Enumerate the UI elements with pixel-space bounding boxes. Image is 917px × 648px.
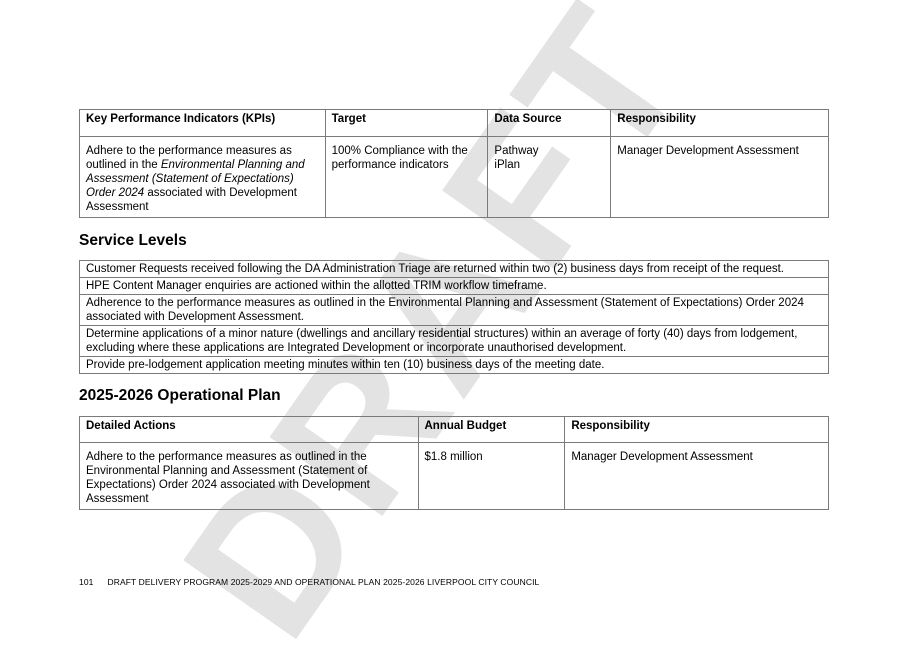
service-level-item: Adherence to the performance measures as…: [79, 294, 829, 326]
kpi-text-order: Environmental Planning and Assessment (S…: [86, 159, 305, 199]
table-row: Customer Requests received following the…: [79, 260, 829, 278]
kpi-text-post: associated with Development Assessment: [86, 187, 297, 213]
service-level-item: Determine applications of a minor nature…: [79, 325, 829, 357]
service-level-item: Customer Requests received following the…: [79, 260, 829, 278]
plan-header-row: Detailed Actions Annual Budget Responsib…: [79, 416, 829, 443]
kpi-header-kpis: Key Performance Indicators (KPIs): [79, 109, 326, 137]
kpi-header-row: Key Performance Indicators (KPIs) Target…: [79, 109, 829, 137]
kpi-target-cell: 100% Compliance with the performance ind…: [324, 136, 489, 218]
operational-plan-table: Detailed Actions Annual Budget Responsib…: [79, 416, 829, 510]
table-row: Provide pre-lodgement application meetin…: [79, 356, 829, 374]
table-row: Adhere to the performance measures as ou…: [79, 136, 829, 218]
footer-title: DRAFT DELIVERY PROGRAM 2025-2029 AND OPE…: [107, 577, 540, 587]
plan-budget-cell: $1.8 million: [417, 442, 566, 510]
plan-action-cell: Adhere to the performance measures as ou…: [79, 442, 419, 510]
table-row: Adhere to the performance measures as ou…: [79, 442, 829, 510]
page-number: 101: [79, 577, 94, 587]
plan-header-budget: Annual Budget: [417, 416, 566, 443]
service-levels-heading: Service Levels: [79, 232, 187, 249]
kpi-text-pre: Adhere to the performance measures as ou…: [86, 145, 292, 171]
service-level-item: Provide pre-lodgement application meetin…: [79, 356, 829, 374]
kpi-header-target: Target: [324, 109, 489, 137]
table-row: HPE Content Manager enquiries are action…: [79, 277, 829, 295]
kpi-responsibility-cell: Manager Development Assessment: [610, 136, 829, 218]
kpi-header-responsibility: Responsibility: [610, 109, 829, 137]
operational-plan-heading: 2025-2026 Operational Plan: [79, 387, 281, 404]
kpi-table: Key Performance Indicators (KPIs) Target…: [79, 109, 829, 218]
plan-header-responsibility: Responsibility: [564, 416, 829, 443]
kpi-data-source-cell: Pathway iPlan: [487, 136, 612, 218]
table-row: Determine applications of a minor nature…: [79, 325, 829, 357]
kpi-header-data-source: Data Source: [487, 109, 612, 137]
kpi-description-cell: Adhere to the performance measures as ou…: [79, 136, 326, 218]
table-row: Adherence to the performance measures as…: [79, 294, 829, 326]
plan-header-actions: Detailed Actions: [79, 416, 419, 443]
service-level-item: HPE Content Manager enquiries are action…: [79, 277, 829, 295]
data-source-iplan: iPlan: [494, 159, 520, 171]
plan-responsibility-cell: Manager Development Assessment: [564, 442, 829, 510]
service-levels-table: Customer Requests received following the…: [79, 260, 829, 374]
data-source-pathway: Pathway: [494, 145, 539, 157]
page-footer: 101 DRAFT DELIVERY PROGRAM 2025-2029 AND …: [79, 577, 553, 587]
